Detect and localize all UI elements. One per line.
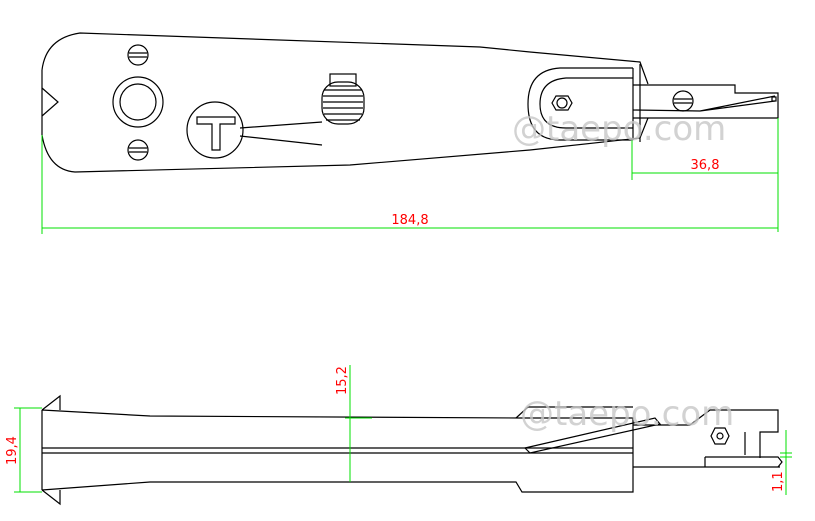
dimension-blade-thickness: 1,1 — [771, 430, 792, 495]
watermark: @taepo.com — [520, 394, 734, 434]
dimension-label: 19,4 — [5, 436, 20, 465]
dimension-height: 19,4 — [5, 407, 42, 493]
side-view: 19,4 15,2 1,1 @taepo.com — [5, 365, 792, 506]
blade — [632, 84, 779, 119]
dimension-label: 1,1 — [771, 471, 786, 492]
tool-body-outline — [41, 32, 531, 173]
hex-nut-icon — [710, 427, 730, 445]
watermark: @taepo.com — [512, 109, 726, 149]
blade-guard — [527, 51, 649, 151]
side-body-outline — [41, 409, 634, 493]
top-view: 36,8 184,8 @taepo.com — [41, 32, 779, 234]
dimension-label: 36,8 — [691, 158, 720, 173]
dimension-label: 184,8 — [391, 213, 428, 228]
dimension-blade-length: 36,8 — [631, 118, 779, 232]
dimension-overall-length: 184,8 — [41, 135, 778, 234]
ring-icon — [112, 76, 164, 128]
notch — [41, 87, 59, 117]
hex-nut-icon — [551, 95, 573, 111]
t-slot — [186, 101, 323, 159]
screw-icon — [127, 44, 149, 161]
dimension-body-height: 15,2 — [335, 365, 372, 482]
guard-arm — [523, 417, 662, 454]
dimension-label: 15,2 — [335, 366, 350, 395]
knurled-knob — [321, 73, 365, 125]
